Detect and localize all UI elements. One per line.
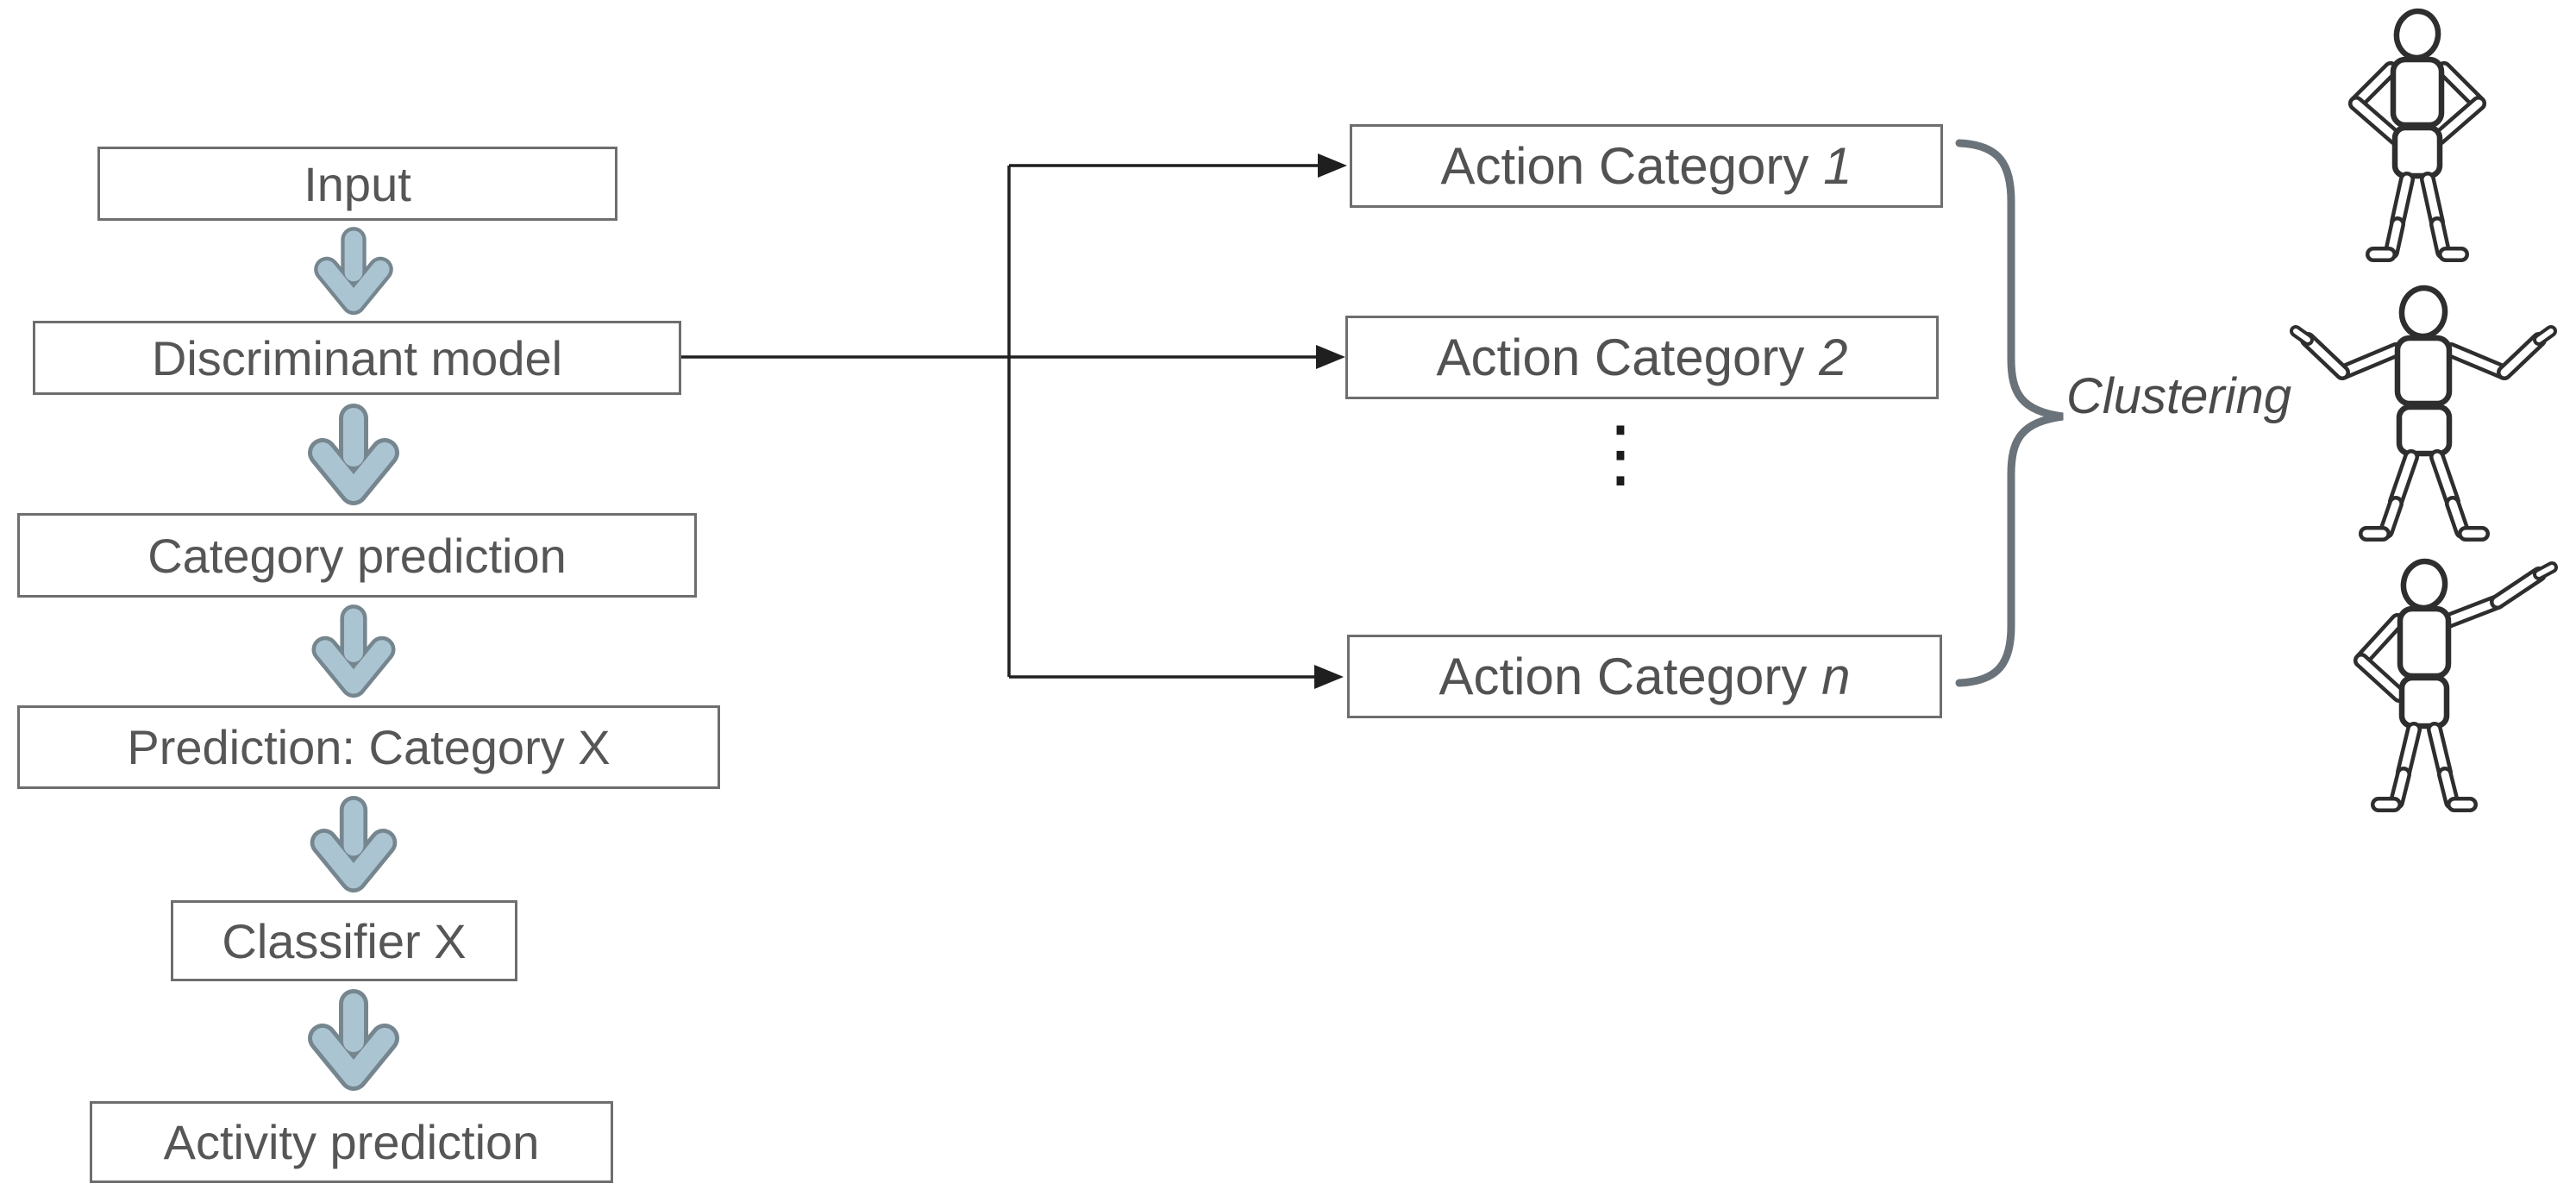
- down-arrow-icon: [308, 404, 399, 505]
- down-arrow-icon: [310, 796, 398, 893]
- flow-box-label: Prediction: Category X: [127, 720, 611, 774]
- flow-box-input: Input: [97, 147, 617, 221]
- flow-box-label: Classifier X: [222, 913, 467, 968]
- action-category-n-box: Action Category n: [1347, 635, 1942, 718]
- action-category-label: Action Category: [1440, 137, 1809, 195]
- action-category-2-box: Action Category 2: [1345, 316, 1939, 399]
- clustering-brace: [1955, 139, 2064, 687]
- mannequin-one-arm-raised-icon: [2353, 558, 2558, 812]
- flow-box-label: Category prediction: [147, 528, 567, 583]
- flow-box-prediction-category-x: Prediction: Category X: [17, 705, 720, 789]
- action-category-index: 1: [1823, 137, 1852, 195]
- arrowhead-icon: [1316, 345, 1345, 369]
- action-category-1-box: Action Category 1: [1350, 124, 1943, 208]
- action-category-label: Action Category: [1436, 329, 1805, 386]
- flow-box-discriminant-model: Discriminant model: [33, 321, 681, 395]
- vertical-ellipsis: ⋮: [1583, 412, 1658, 495]
- arrowhead-icon: [1314, 665, 1344, 689]
- action-category-index: n: [1821, 648, 1851, 705]
- clustering-label: Clustering: [2066, 368, 2292, 424]
- flow-box-label: Discriminant model: [151, 330, 563, 385]
- flow-box-label: Activity prediction: [163, 1115, 540, 1169]
- action-category-index: 2: [1819, 329, 1848, 386]
- flow-box-activity-prediction: Activity prediction: [90, 1101, 613, 1183]
- down-arrow-icon: [311, 604, 396, 698]
- flow-box-label: Input: [304, 156, 411, 211]
- down-arrow-icon: [308, 989, 399, 1091]
- action-category-label: Action Category: [1438, 648, 1808, 705]
- mannequin-arms-spread-icon: [2290, 285, 2557, 542]
- flow-box-classifier-x: Classifier X: [171, 900, 517, 981]
- flow-box-category-prediction: Category prediction: [17, 513, 697, 598]
- mannequin-hands-on-hips-icon: [2348, 8, 2486, 262]
- arrowhead-icon: [1318, 153, 1347, 178]
- down-arrow-icon: [314, 227, 393, 316]
